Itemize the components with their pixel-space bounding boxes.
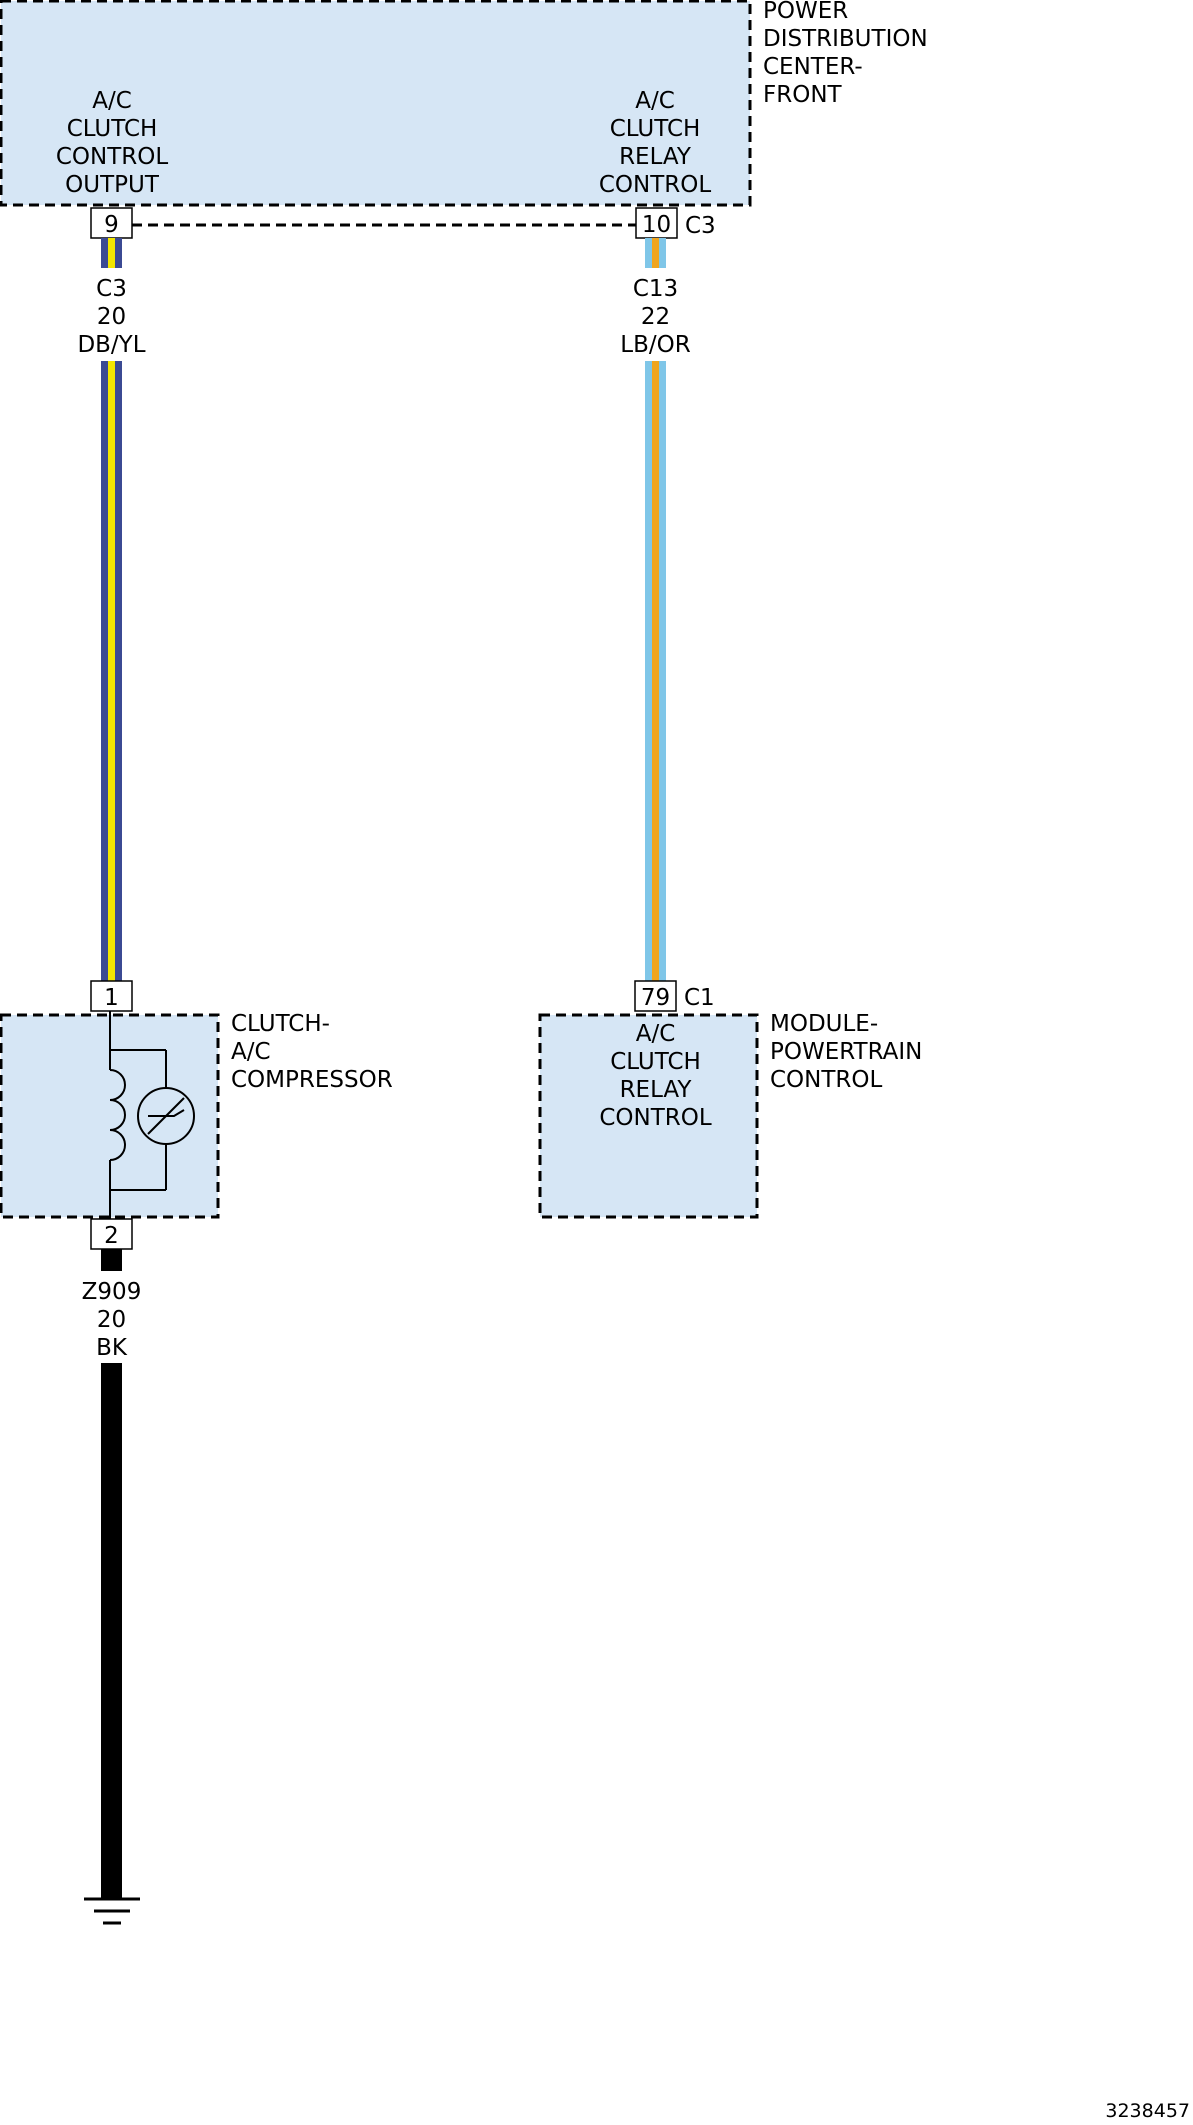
pcm-box	[538, 1013, 759, 1219]
wire-c13-circuit: C13	[633, 276, 678, 302]
ground-icon	[84, 1897, 140, 1925]
pdc-left-func-1: A/C	[92, 88, 132, 114]
pcm-connector-label: C1	[684, 985, 715, 1011]
wire-z909-color: BK	[96, 1335, 128, 1361]
wire-z909-circuit: Z909	[82, 1279, 142, 1305]
pcm-module: A/C CLUTCH RELAY CONTROL MODULE- POWERTR…	[538, 1011, 922, 1219]
compressor-title-3: COMPRESSOR	[231, 1067, 393, 1093]
pcm-pin-79-label: 79	[641, 985, 670, 1011]
wire-c3	[101, 238, 122, 981]
pcm-title-2: POWERTRAIN	[770, 1039, 922, 1065]
wire-z909	[101, 1249, 122, 1898]
wire-c13-gauge: 22	[641, 304, 670, 330]
pcm-title-3: CONTROL	[770, 1067, 883, 1093]
pcm-func-2: CLUTCH	[610, 1049, 701, 1075]
pdc-box	[0, 0, 752, 207]
pdc-left-func-3: CONTROL	[56, 144, 169, 170]
pdc-left-func-4: OUTPUT	[65, 172, 160, 198]
pdc-title-1: POWER	[763, 0, 848, 24]
pdc-title-4: FRONT	[763, 82, 843, 108]
pdc-right-func-3: RELAY	[619, 144, 692, 170]
pcm-func-1: A/C	[636, 1021, 676, 1047]
compressor-pin-2	[90, 1218, 133, 1250]
wire-c3-circuit: C3	[96, 276, 127, 302]
pdc-pin-9-label: 9	[104, 212, 119, 238]
pdc-connector-label: C3	[685, 213, 716, 239]
pdc-right-func-4: CONTROL	[599, 172, 712, 198]
wire-z909-gauge: 20	[97, 1307, 126, 1333]
wire-c13	[645, 238, 666, 981]
diode-suppressor-icon	[137, 1087, 195, 1145]
compressor-title-2: A/C	[231, 1039, 271, 1065]
compressor-pin-2-label: 2	[104, 1223, 119, 1249]
figure-id: 3238457	[1105, 2100, 1190, 2122]
pdc-right-func-1: A/C	[635, 88, 675, 114]
pcm-title-1: MODULE-	[770, 1011, 878, 1037]
pdc-title-2: DISTRIBUTION	[763, 26, 928, 52]
pdc-module: POWER DISTRIBUTION CENTER- FRONT A/C CLU…	[0, 0, 928, 207]
pcm-pin-79	[634, 980, 677, 1012]
wire-c13-color: LB/OR	[620, 332, 690, 358]
pdc-pin-10-label: 10	[642, 212, 671, 238]
wire-c3-gauge: 20	[97, 304, 126, 330]
compressor-pin-1	[90, 980, 133, 1012]
wire-c3-color: DB/YL	[77, 332, 145, 358]
clutch-coil-icon	[109, 1011, 167, 1221]
pdc-right-func-2: CLUTCH	[610, 116, 701, 142]
pcm-func-3: RELAY	[620, 1077, 693, 1103]
pdc-title-3: CENTER-	[763, 54, 863, 80]
pdc-left-func-2: CLUTCH	[67, 116, 158, 142]
pcm-func-4: CONTROL	[599, 1105, 712, 1131]
compressor-title-1: CLUTCH-	[231, 1011, 330, 1037]
compressor-module: CLUTCH- A/C COMPRESSOR	[0, 1011, 393, 1221]
compressor-pin-1-label: 1	[104, 985, 119, 1011]
